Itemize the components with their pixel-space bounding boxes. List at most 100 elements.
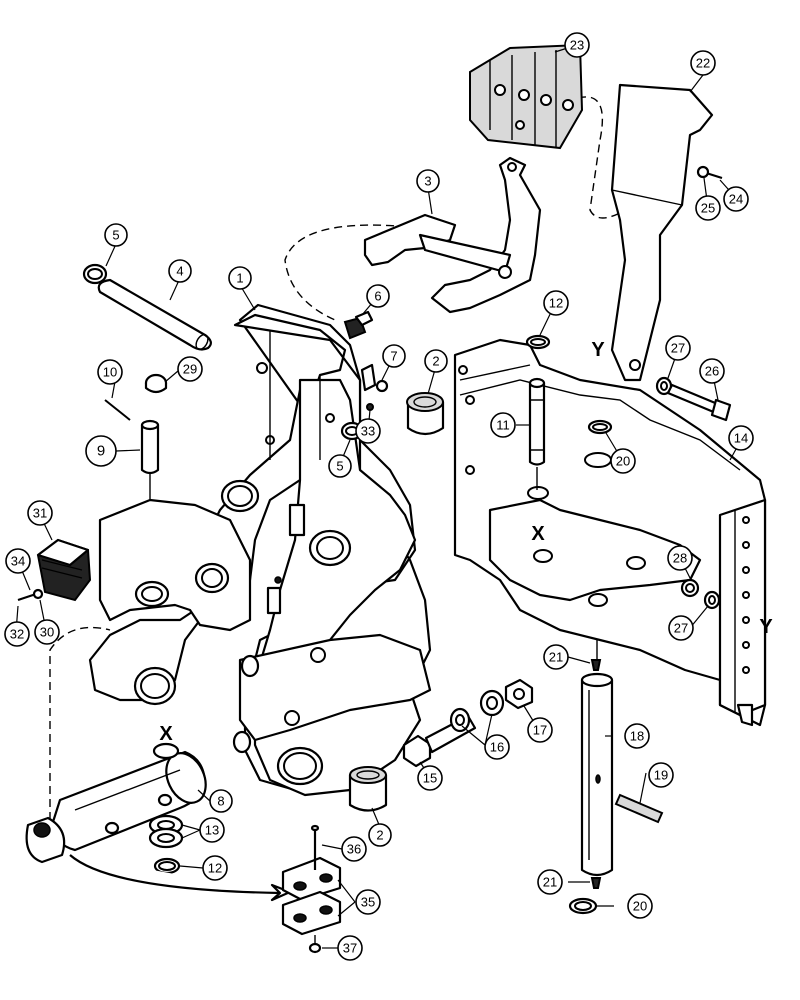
callout-20-top[interactable]: 20 (610, 448, 636, 474)
callout-26[interactable]: 26 (699, 358, 725, 384)
callout-29[interactable]: 29 (177, 356, 203, 382)
callout-5-middle[interactable]: 5 (328, 454, 352, 478)
callout-3[interactable]: 3 (416, 169, 440, 193)
svg-text:29: 29 (183, 362, 197, 377)
nut-28 (680, 578, 700, 598)
callout-13[interactable]: 13 (199, 817, 225, 843)
cylinder-8 (25, 742, 207, 864)
cap-29 (144, 373, 168, 394)
callout-21-bottom[interactable]: 21 (537, 869, 563, 895)
callout-15[interactable]: 15 (417, 765, 443, 791)
callout-17[interactable]: 17 (527, 717, 553, 743)
nut-17 (504, 678, 534, 710)
callout-6[interactable]: 6 (366, 284, 390, 308)
svg-text:20: 20 (633, 899, 647, 914)
washer-34 (32, 588, 44, 600)
nut-7 (375, 379, 389, 393)
callout-27-upper[interactable]: 27 (665, 335, 691, 361)
bushing-2-top (406, 392, 445, 436)
callout-33[interactable]: 33 (355, 418, 381, 444)
svg-text:33: 33 (361, 424, 375, 439)
callout-24[interactable]: 24 (723, 186, 749, 212)
callout-18[interactable]: 18 (624, 723, 650, 749)
svg-text:26: 26 (705, 364, 719, 379)
snap-ring-12-top (525, 334, 551, 350)
callout-32[interactable]: 32 (4, 621, 30, 647)
callout-7[interactable]: 7 (382, 344, 406, 368)
bolt-26 (666, 383, 732, 422)
callout-20-bottom[interactable]: 20 (627, 893, 653, 919)
snap-ring-20-top (587, 419, 613, 435)
callout-12-bottom[interactable]: 12 (202, 855, 228, 881)
pin-9 (140, 419, 160, 475)
svg-text:23: 23 (570, 38, 584, 53)
callout-37[interactable]: 37 (337, 935, 363, 961)
svg-text:1: 1 (236, 271, 243, 286)
callout-36[interactable]: 36 (341, 836, 367, 862)
svg-text:17: 17 (533, 723, 547, 738)
svg-text:20: 20 (616, 454, 630, 469)
callout-14[interactable]: 14 (728, 425, 754, 451)
bumper-31 (36, 538, 92, 602)
bushings-13 (148, 814, 184, 849)
clamp-35 (281, 856, 342, 936)
grease-fitting-21-bottom (590, 877, 602, 889)
washer-27-upper (655, 376, 673, 396)
washer-25 (696, 165, 710, 179)
mount-frame-14 (453, 338, 767, 727)
svg-text:30: 30 (40, 625, 54, 640)
lever-assembly-3 (363, 156, 542, 314)
callout-4[interactable]: 4 (168, 259, 192, 283)
callout-2-bottom[interactable]: 2 (368, 823, 392, 847)
fitting-6 (343, 310, 374, 340)
svg-text:2: 2 (432, 354, 439, 369)
svg-text:15: 15 (423, 771, 437, 786)
svg-text:8: 8 (217, 794, 224, 809)
callout-9[interactable]: 9 (85, 435, 117, 467)
callout-34[interactable]: 34 (5, 548, 31, 574)
connection-line-cylinder-rod (49, 626, 111, 820)
svg-text:21: 21 (549, 650, 563, 665)
roll-pin-19 (614, 793, 664, 824)
control-valve-23 (469, 43, 584, 150)
callout-35[interactable]: 35 (355, 889, 381, 915)
callout-28[interactable]: 28 (667, 545, 693, 571)
svg-text:28: 28 (673, 551, 687, 566)
svg-text:35: 35 (361, 895, 375, 910)
pin-7 (360, 363, 377, 392)
snap-ring-20-bottom (568, 897, 598, 915)
callout-30[interactable]: 30 (34, 619, 60, 645)
callout-12-top[interactable]: 12 (543, 290, 569, 316)
callout-31[interactable]: 31 (27, 500, 53, 526)
callout-2-top[interactable]: 2 (424, 349, 448, 373)
callout-11[interactable]: 11 (490, 412, 516, 438)
svg-text:21: 21 (543, 875, 557, 890)
arrow-cylinder-to-clamp (69, 854, 292, 902)
svg-text:12: 12 (549, 296, 563, 311)
callout-27-lower[interactable]: 27 (668, 615, 694, 641)
svg-text:14: 14 (734, 431, 748, 446)
svg-text:13: 13 (205, 823, 219, 838)
callout-19[interactable]: 19 (648, 762, 674, 788)
svg-text:5: 5 (336, 459, 343, 474)
svg-text:36: 36 (347, 842, 361, 857)
callout-8[interactable]: 8 (209, 789, 233, 813)
svg-text:24: 24 (729, 192, 743, 207)
callout-25[interactable]: 25 (695, 195, 721, 221)
svg-text:27: 27 (674, 621, 688, 636)
washer-16-b (479, 689, 505, 717)
grease-fitting-21-top (590, 659, 602, 671)
callout-10[interactable]: 10 (97, 359, 123, 385)
bushing-2-bottom (348, 766, 388, 812)
svg-text:22: 22 (696, 56, 710, 71)
callout-5-top[interactable]: 5 (104, 223, 128, 247)
svg-text:18: 18 (630, 729, 644, 744)
svg-text:9: 9 (97, 443, 105, 460)
callout-23[interactable]: 23 (564, 32, 590, 58)
callout-22[interactable]: 22 (690, 50, 716, 76)
callout-16[interactable]: 16 (484, 734, 510, 760)
callout-21-top[interactable]: 21 (543, 644, 569, 670)
marker-x-cylinder: X (159, 723, 173, 745)
callout-1[interactable]: 1 (228, 266, 252, 290)
